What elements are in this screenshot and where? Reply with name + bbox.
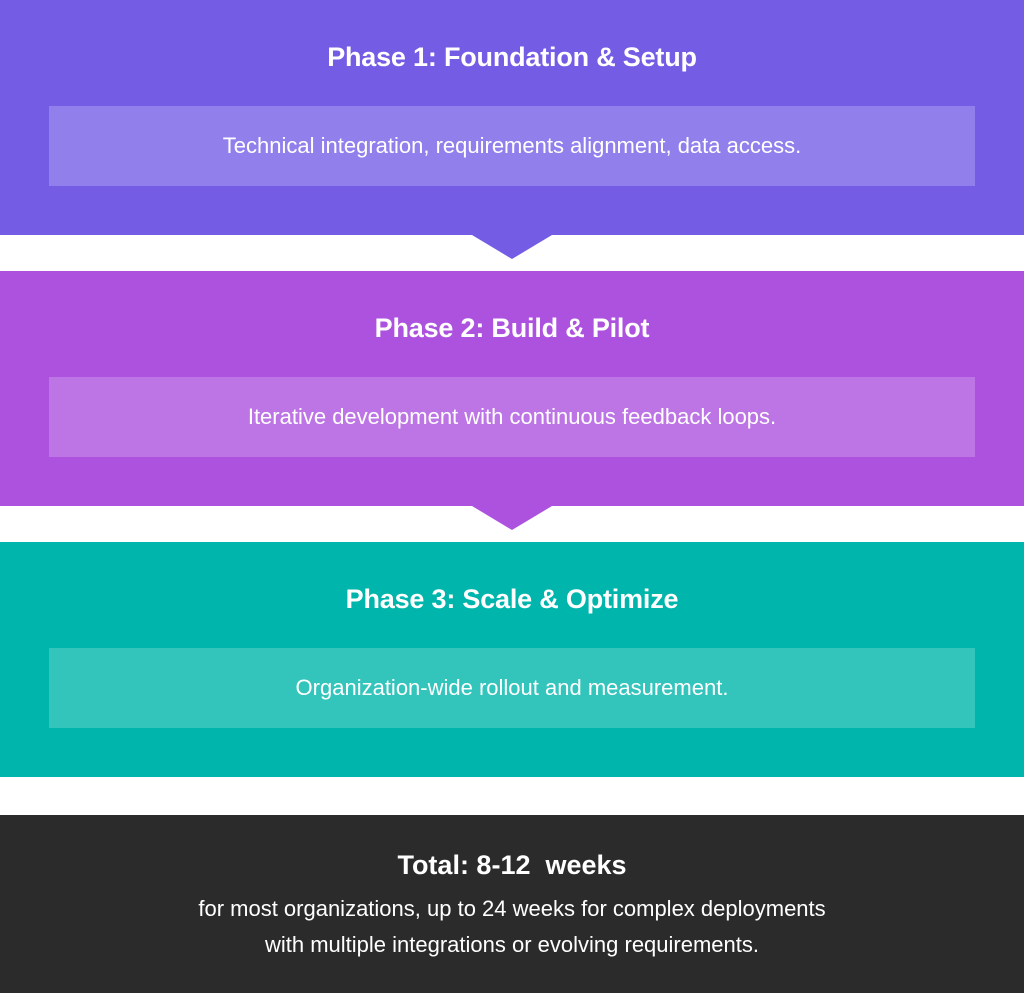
phase-1-block: Phase 1: Foundation & Setup Technical in… <box>0 0 1024 235</box>
total-description-line-1: for most organizations, up to 24 weeks f… <box>198 896 826 921</box>
phase-3-block: Phase 3: Scale & Optimize Organization-w… <box>0 542 1024 777</box>
total-description-line-2: with multiple integrations or evolving r… <box>264 932 759 957</box>
down-arrow-icon <box>472 235 552 259</box>
phase-2-block: Phase 2: Build & Pilot Iterative develop… <box>0 271 1024 506</box>
phase-3-description: Organization-wide rollout and measuremen… <box>49 648 975 728</box>
phase-1-description: Technical integration, requirements alig… <box>49 106 975 186</box>
down-arrow-icon <box>472 506 552 530</box>
phase-2-title: Phase 2: Build & Pilot <box>374 313 650 343</box>
phase-2-description: Iterative development with continuous fe… <box>49 377 975 457</box>
phase-3-title: Phase 3: Scale & Optimize <box>345 584 679 614</box>
total-summary-block: Total: 8-12 weeks for most organizations… <box>0 815 1024 993</box>
total-title: Total: 8-12 weeks <box>397 850 627 880</box>
phase-1-title: Phase 1: Foundation & Setup <box>327 42 697 72</box>
